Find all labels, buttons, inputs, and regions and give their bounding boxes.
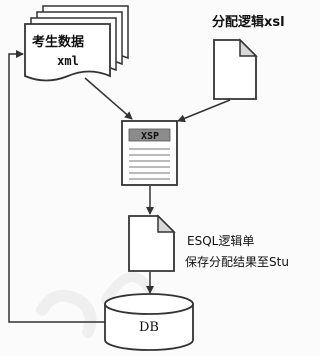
student-data-document-stack: 考生数据 xml — [24, 5, 129, 82]
xsp-document: XSP — [121, 120, 178, 186]
esql-logic-label: ESQL逻辑单 — [187, 234, 254, 248]
allocation-logic-label: 分配逻辑xsl — [212, 14, 285, 30]
allocation-logic-file-icon — [213, 38, 258, 100]
arrow-student-data-to-xsp — [84, 77, 133, 120]
db-cylinder: DB — [104, 293, 194, 351]
arrow-logic-to-xsp — [177, 99, 231, 123]
xsp-label: XSP — [141, 131, 159, 142]
db-label: DB — [139, 320, 159, 335]
watermark — [36, 272, 155, 338]
esql-save-label: 保存分配结果至Stu — [185, 255, 289, 269]
student-data-label: 考生数据 — [32, 34, 84, 50]
esql-file-icon — [128, 214, 176, 272]
arrow-db-to-student-data — [8, 50, 105, 323]
xsp-header-bar — [128, 128, 171, 142]
xsp-content-lines — [129, 148, 170, 180]
student-data-format-label: xml — [57, 54, 79, 68]
connectors — [8, 50, 231, 323]
